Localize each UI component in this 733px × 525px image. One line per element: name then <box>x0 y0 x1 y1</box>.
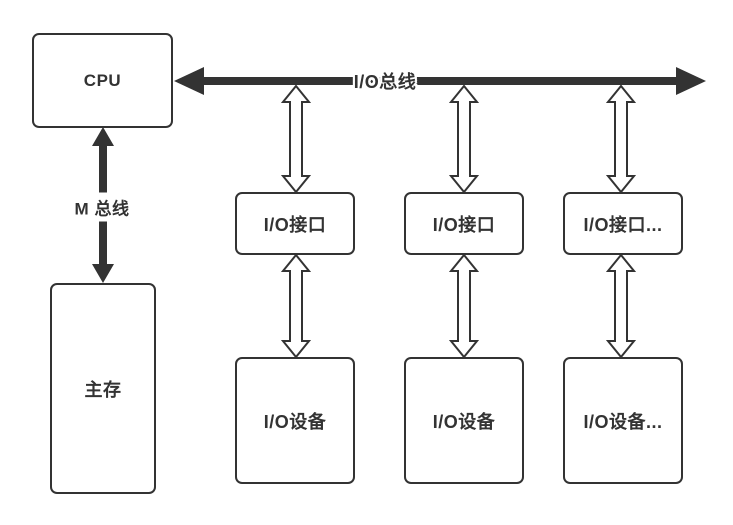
bus-to-interface-arrow-1 <box>281 85 311 193</box>
io-bus-label: I/O总线 <box>353 72 417 92</box>
main-memory-box: 主存 <box>50 283 156 494</box>
io-device-box-3: I/O设备... <box>563 357 683 484</box>
io-interface-box-1: I/O接口 <box>235 192 355 255</box>
cpu-label: CPU <box>83 70 122 90</box>
io-device-box-1: I/O设备 <box>235 357 355 484</box>
interface-to-device-arrow-3 <box>606 254 636 358</box>
interface-to-device-arrow-1 <box>281 254 311 358</box>
io-interface-label-1: I/O接口 <box>263 214 327 235</box>
io-bus-arrow <box>174 67 706 95</box>
io-device-label-3: I/O设备... <box>583 411 663 432</box>
bus-to-interface-arrow-3 <box>606 85 636 193</box>
io-device-box-2: I/O设备 <box>404 357 524 484</box>
io-device-label-1: I/O设备 <box>263 411 327 432</box>
bus-to-interface-arrow-2 <box>449 85 479 193</box>
io-device-label-2: I/O设备 <box>432 411 496 432</box>
io-interface-label-2: I/O接口 <box>432 214 496 235</box>
io-interface-label-3: I/O接口... <box>583 214 663 235</box>
io-interface-box-3: I/O接口... <box>563 192 683 255</box>
io-interface-box-2: I/O接口 <box>404 192 524 255</box>
main-memory-label: 主存 <box>84 379 122 400</box>
interface-to-device-arrow-2 <box>449 254 479 358</box>
memory-bus-label: M 总线 <box>70 192 134 222</box>
cpu-box: CPU <box>32 33 173 128</box>
